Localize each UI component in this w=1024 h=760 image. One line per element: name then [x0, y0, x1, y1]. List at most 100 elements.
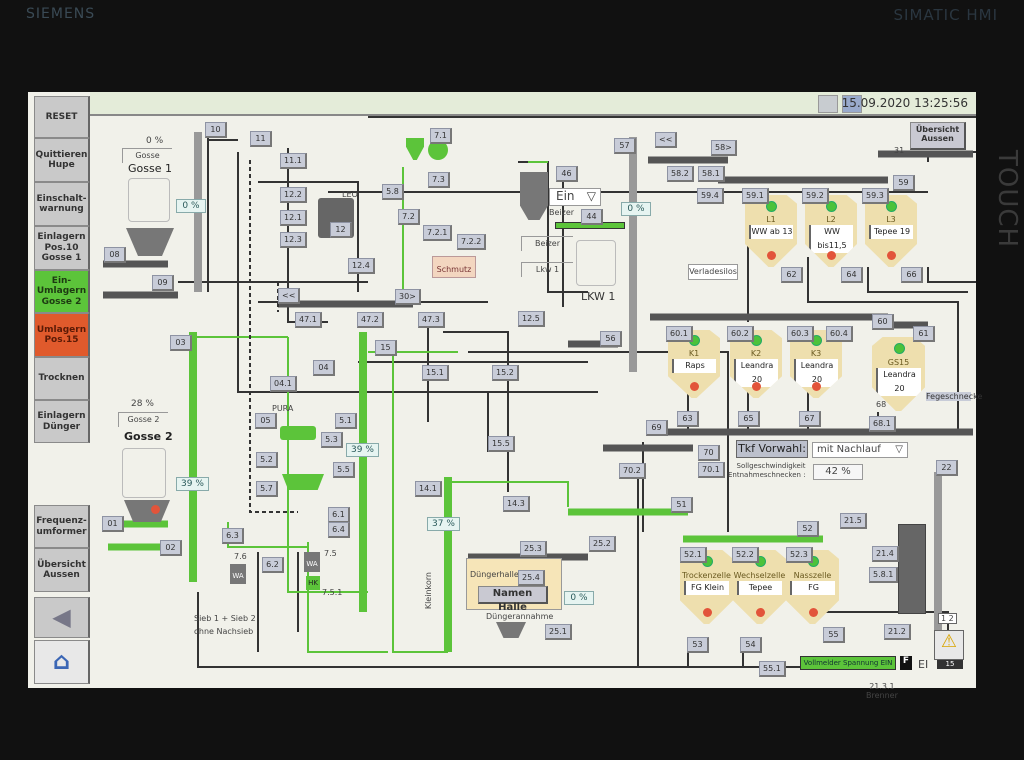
tag-15.2[interactable]: 15.2: [492, 365, 519, 381]
tag-03[interactable]: 03: [170, 335, 192, 351]
tag-52.1[interactable]: 52.1: [680, 547, 707, 563]
tag-22[interactable]: 22: [936, 460, 958, 476]
tag-68.1[interactable]: 68.1: [869, 416, 896, 432]
sidebar-button-5[interactable]: Umlagern Pos.15: [34, 313, 90, 357]
tag-60.4[interactable]: 60.4: [826, 326, 853, 342]
tag-02[interactable]: 02: [160, 540, 182, 556]
tag-55.1[interactable]: 55.1: [759, 661, 786, 677]
tag-25.3[interactable]: 25.3: [520, 541, 547, 557]
tag-15[interactable]: 15: [375, 340, 397, 356]
tag-5.2[interactable]: 5.2: [256, 452, 278, 468]
tkf-select[interactable]: mit Nachlauf▽: [812, 442, 908, 458]
verladesilos-button[interactable]: Verladesilos: [688, 264, 738, 280]
tag-47.3[interactable]: 47.3: [418, 312, 445, 328]
tag-65[interactable]: 65: [738, 411, 760, 427]
tag-09[interactable]: 09: [152, 275, 174, 291]
bin-selector[interactable]: 1 2: [938, 613, 957, 624]
overview-outside-button[interactable]: Übersicht Aussen: [910, 122, 966, 150]
tag-12.3[interactable]: 12.3: [280, 232, 307, 248]
tag-57[interactable]: 57: [614, 138, 636, 154]
home-button[interactable]: ⌂: [34, 640, 90, 684]
tag-5.1[interactable]: 5.1: [335, 413, 357, 429]
tag-25.4[interactable]: 25.4: [518, 570, 545, 586]
tag-11.1[interactable]: 11.1: [280, 153, 307, 169]
sidebar-button-3[interactable]: Einlagern Pos.10 Gosse 1: [34, 226, 90, 270]
tag-xx[interactable]: <<: [655, 132, 678, 148]
tag-7.2[interactable]: 7.2: [398, 209, 420, 225]
tag-25.1[interactable]: 25.1: [545, 624, 572, 640]
tag-58.2[interactable]: 58.2: [667, 166, 694, 182]
tag-51[interactable]: 51: [671, 497, 693, 513]
tag-52.2[interactable]: 52.2: [732, 547, 759, 563]
tag-62[interactable]: 62: [781, 267, 803, 283]
tag-70.1[interactable]: 70.1: [698, 462, 725, 478]
tag-59.4[interactable]: 59.4: [697, 188, 724, 204]
sidebar-button-0[interactable]: RESET: [34, 96, 90, 138]
tag-7.2.2[interactable]: 7.2.2: [457, 234, 487, 250]
printer-icon[interactable]: [818, 95, 838, 113]
sidebar-button-2[interactable]: Einschalt- warnung: [34, 182, 90, 226]
tag-5.5[interactable]: 5.5: [333, 462, 355, 478]
tag-11[interactable]: 11: [250, 131, 272, 147]
tag-60.3[interactable]: 60.3: [787, 326, 814, 342]
tag-69[interactable]: 69: [646, 420, 668, 436]
tag-58.1[interactable]: 58.1: [698, 166, 725, 182]
tag-12[interactable]: 12: [330, 222, 352, 238]
tag-6.2[interactable]: 6.2: [262, 557, 284, 573]
sidebar-button-4[interactable]: Ein- Umlagern Gosse 2: [34, 270, 90, 313]
tag-7.1[interactable]: 7.1: [430, 128, 452, 144]
network-icon[interactable]: [842, 95, 862, 113]
tag-14.3[interactable]: 14.3: [503, 496, 530, 512]
tag-60.2[interactable]: 60.2: [727, 326, 754, 342]
tag-54[interactable]: 54: [740, 637, 762, 653]
tag-47.1[interactable]: 47.1: [295, 312, 322, 328]
tag-5.7[interactable]: 5.7: [256, 481, 278, 497]
warning-icon[interactable]: ⚠: [934, 630, 964, 660]
namen-halle-button[interactable]: Namen Halle: [478, 586, 548, 613]
tag-7.3[interactable]: 7.3: [428, 172, 450, 188]
tag-12.2[interactable]: 12.2: [280, 187, 307, 203]
tag-15.1[interactable]: 15.1: [422, 365, 449, 381]
tag-5.8.1[interactable]: 5.8.1: [869, 567, 899, 583]
tag-59.3[interactable]: 59.3: [862, 188, 889, 204]
tag-70.2[interactable]: 70.2: [619, 463, 646, 479]
tag-46[interactable]: 46: [556, 166, 578, 182]
tag-25.2[interactable]: 25.2: [589, 536, 616, 552]
tag-12.5[interactable]: 12.5: [518, 311, 545, 327]
tag-53[interactable]: 53: [687, 637, 709, 653]
tag-7.2.1[interactable]: 7.2.1: [423, 225, 453, 241]
tag-61[interactable]: 61: [913, 326, 935, 342]
tag-70[interactable]: 70: [698, 445, 720, 461]
sidebar-button-8[interactable]: Frequenz- umformer: [34, 505, 90, 548]
tag-xx[interactable]: <<: [278, 288, 301, 304]
tag-30x[interactable]: 30>: [395, 289, 421, 305]
tag-5.8[interactable]: 5.8: [382, 184, 404, 200]
tag-08[interactable]: 08: [104, 247, 126, 263]
tag-58x[interactable]: 58>: [711, 140, 737, 156]
tag-21.2[interactable]: 21.2: [884, 624, 911, 640]
back-button[interactable]: ◀: [34, 597, 90, 638]
beizer-mode-select[interactable]: Ein▽: [549, 188, 601, 206]
tag-59[interactable]: 59: [893, 175, 915, 191]
tag-60[interactable]: 60: [872, 314, 894, 330]
tag-64[interactable]: 64: [841, 267, 863, 283]
tag-66[interactable]: 66: [901, 267, 923, 283]
tag-04.1[interactable]: 04.1: [270, 376, 297, 392]
tag-01[interactable]: 01: [102, 516, 124, 532]
tag-44[interactable]: 44: [581, 209, 603, 225]
tag-63[interactable]: 63: [677, 411, 699, 427]
tag-21.4[interactable]: 21.4: [872, 546, 899, 562]
speed-input[interactable]: 42 %: [813, 464, 863, 480]
tag-59.2[interactable]: 59.2: [802, 188, 829, 204]
tag-12.1[interactable]: 12.1: [280, 210, 307, 226]
sidebar-button-9[interactable]: Übersicht Aussen: [34, 548, 90, 592]
tag-12.4[interactable]: 12.4: [348, 258, 375, 274]
tag-47.2[interactable]: 47.2: [357, 312, 384, 328]
tag-6.1[interactable]: 6.1: [328, 507, 350, 523]
sidebar-button-6[interactable]: Trocknen: [34, 357, 90, 400]
sidebar-button-7[interactable]: Einlagern Dünger: [34, 400, 90, 443]
tag-05[interactable]: 05: [255, 413, 277, 429]
tag-10[interactable]: 10: [205, 122, 227, 138]
tag-59.1[interactable]: 59.1: [742, 188, 769, 204]
